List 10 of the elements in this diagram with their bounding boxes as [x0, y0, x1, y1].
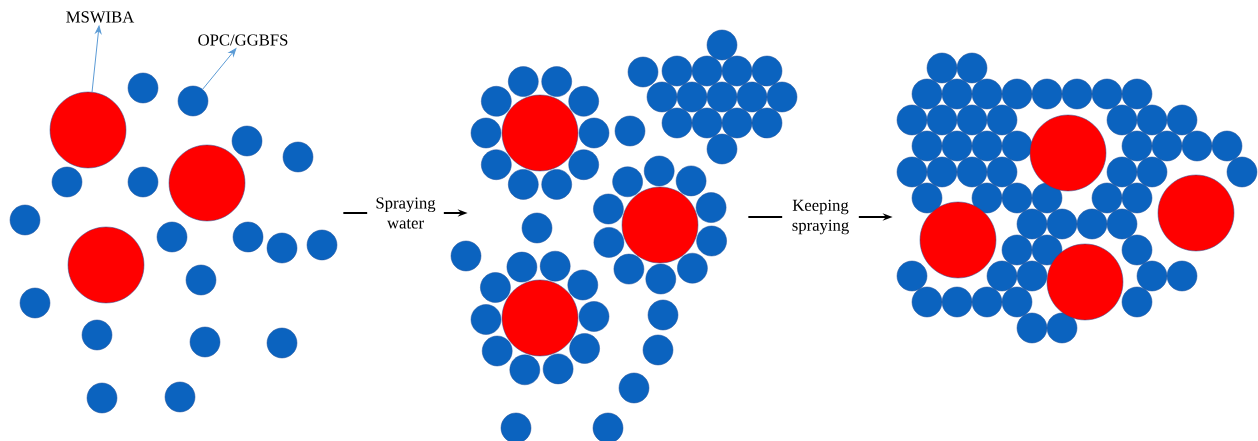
edge-label: Spraying water: [367, 195, 444, 231]
leader-line: [202, 48, 237, 90]
particle: [49, 91, 127, 169]
particle-label: MSWIBA: [66, 11, 135, 23]
particle-label: OPC/GGBFS: [198, 34, 288, 46]
edge-label: Keeping spraying: [782, 198, 859, 236]
leader-line: [91, 25, 102, 93]
particle-drawing: [896, 52, 1258, 344]
particle-drawing: [9, 72, 338, 414]
particle: [177, 85, 209, 117]
